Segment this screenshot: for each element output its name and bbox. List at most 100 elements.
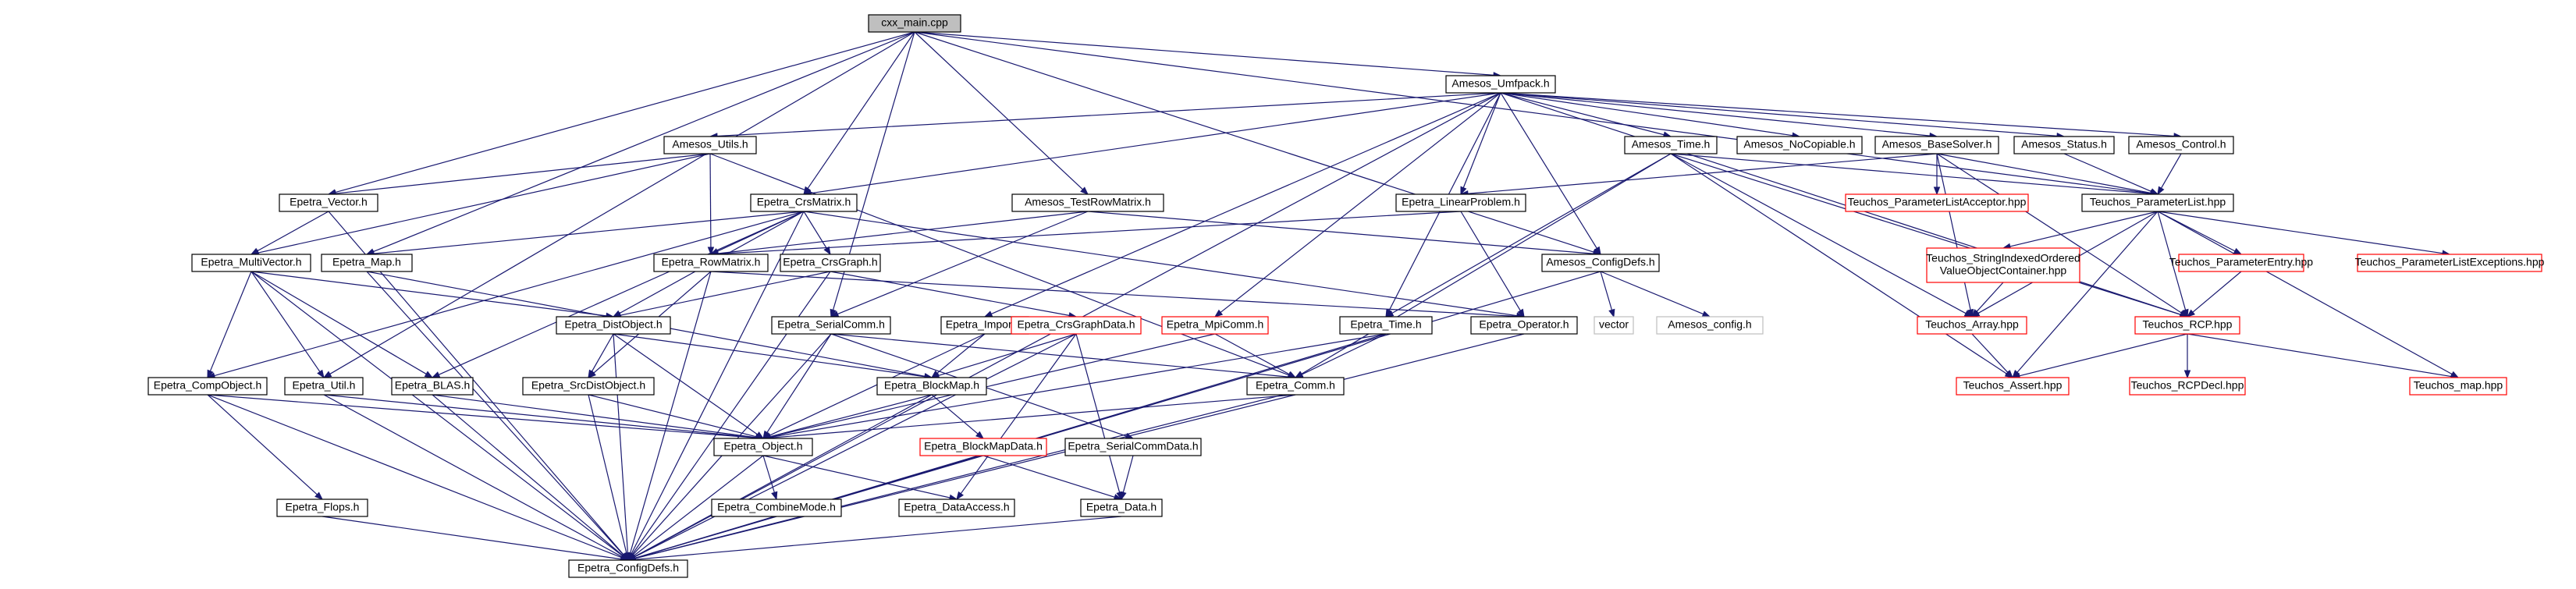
node-amesos_configdefs[interactable]: Amesos_ConfigDefs.h <box>1541 254 1660 272</box>
node-box[interactable] <box>2409 377 2507 396</box>
node-amesos_control[interactable]: Amesos_Control.h <box>2128 136 2234 154</box>
node-teuchos_array[interactable]: Teuchos_Array.hpp <box>1917 316 2027 335</box>
node-box[interactable] <box>276 499 368 517</box>
node-box[interactable] <box>713 438 813 456</box>
node-epetra_combinemode[interactable]: Epetra_CombineMode.h <box>711 499 842 517</box>
node-box[interactable] <box>284 377 364 396</box>
node-box[interactable] <box>1445 75 1556 94</box>
node-box[interactable] <box>1246 377 1345 396</box>
node-box[interactable] <box>1845 193 2029 212</box>
node-box[interactable] <box>1011 316 1142 335</box>
node-amesos_testrowmatrix[interactable]: Amesos_TestRowMatrix.h <box>1011 193 1164 212</box>
node-teuchos_rcpdecl[interactable]: Teuchos_RCPDecl.hpp <box>2129 377 2246 396</box>
node-box[interactable] <box>191 254 311 272</box>
node-epetra_configdefs[interactable]: Epetra_ConfigDefs.h <box>568 559 688 578</box>
node-epetra_crsgraph[interactable]: Epetra_CrsGraph.h <box>780 254 881 272</box>
node-box[interactable] <box>1926 247 2080 283</box>
node-teuchos_plaa[interactable]: Teuchos_ParameterListAcceptor.hpp <box>1845 193 2029 212</box>
node-epetra_mpicomm[interactable]: Epetra_MpiComm.h <box>1161 316 1269 335</box>
node-epetra_compobject[interactable]: Epetra_CompObject.h <box>147 377 268 396</box>
node-box[interactable] <box>1956 377 2070 396</box>
node-epetra_object[interactable]: Epetra_Object.h <box>713 438 813 456</box>
node-amesos_config[interactable]: Amesos_config.h <box>1656 316 1764 335</box>
node-epetra_map[interactable]: Epetra_Map.h <box>321 254 413 272</box>
node-epetra_distobject[interactable]: Epetra_DistObject.h <box>556 316 671 335</box>
node-box[interactable] <box>2081 193 2234 212</box>
node-epetra_import[interactable]: Epetra_Import.h <box>940 316 1029 335</box>
node-teuchos_assert[interactable]: Teuchos_Assert.hpp <box>1956 377 2070 396</box>
node-epetra_linearproblem[interactable]: Epetra_LinearProblem.h <box>1395 193 1526 212</box>
node-box[interactable] <box>1011 193 1164 212</box>
node-epetra_srcdistobject[interactable]: Epetra_SrcDistObject.h <box>522 377 655 396</box>
node-teuchos_parameterlist[interactable]: Teuchos_ParameterList.hpp <box>2081 193 2234 212</box>
node-box[interactable] <box>2357 254 2542 272</box>
node-teuchos_rcp[interactable]: Teuchos_RCP.hpp <box>2134 316 2240 335</box>
node-box[interactable] <box>876 377 987 396</box>
node-box[interactable] <box>771 316 891 335</box>
node-epetra_data[interactable]: Epetra_Data.h <box>1080 499 1163 517</box>
node-amesos_status[interactable]: Amesos_Status.h <box>2013 136 2115 154</box>
node-box[interactable] <box>868 14 961 33</box>
node-teuchos_map[interactable]: Teuchos_map.hpp <box>2409 377 2507 396</box>
node-box[interactable] <box>391 377 474 396</box>
node-box[interactable] <box>556 316 671 335</box>
node-epetra_serialcomm[interactable]: Epetra_SerialComm.h <box>771 316 891 335</box>
node-amesos_utils[interactable]: Amesos_Utils.h <box>663 136 757 154</box>
node-box[interactable] <box>147 377 268 396</box>
node-amesos_time[interactable]: Amesos_Time.h <box>1624 136 1718 154</box>
node-amesos_basesolver[interactable]: Amesos_BaseSolver.h <box>1874 136 1999 154</box>
node-box[interactable] <box>568 559 688 578</box>
node-box[interactable] <box>919 438 1047 456</box>
node-epetra_vector[interactable]: Epetra_Vector.h <box>279 193 378 212</box>
node-box[interactable] <box>1594 316 1634 335</box>
node-epetra_crsgraphdata[interactable]: Epetra_CrsGraphData.h <box>1011 316 1142 335</box>
node-box[interactable] <box>663 136 757 154</box>
node-box[interactable] <box>2129 377 2246 396</box>
node-amesos_umfpack[interactable]: Amesos_Umfpack.h <box>1445 75 1556 94</box>
node-box[interactable] <box>1064 438 1202 456</box>
node-epetra_time[interactable]: Epetra_Time.h <box>1339 316 1433 335</box>
node-box[interactable] <box>2178 254 2304 272</box>
node-teuchos_parameterentry[interactable]: Teuchos_ParameterEntry.hpp <box>2169 254 2313 272</box>
node-box[interactable] <box>1080 499 1163 517</box>
node-box[interactable] <box>1874 136 1999 154</box>
node-box[interactable] <box>1470 316 1578 335</box>
node-epetra_dataaccess[interactable]: Epetra_DataAccess.h <box>898 499 1015 517</box>
node-box[interactable] <box>279 193 378 212</box>
node-box[interactable] <box>2013 136 2115 154</box>
edge-epetra_distobject-to-epetra_configdefs <box>613 333 631 562</box>
node-box[interactable] <box>1339 316 1433 335</box>
node-box[interactable] <box>522 377 655 396</box>
node-vector[interactable]: vector <box>1594 316 1634 335</box>
node-epetra_comm[interactable]: Epetra_Comm.h <box>1246 377 1345 396</box>
node-box[interactable] <box>780 254 881 272</box>
node-epetra_rowmatrix[interactable]: Epetra_RowMatrix.h <box>653 254 769 272</box>
node-box[interactable] <box>1541 254 1660 272</box>
node-teuchos_siovoc[interactable]: Teuchos_StringIndexedOrderedValueObjectC… <box>1926 247 2080 283</box>
node-epetra_util[interactable]: Epetra_Util.h <box>284 377 364 396</box>
node-box[interactable] <box>653 254 769 272</box>
node-epetra_flops[interactable]: Epetra_Flops.h <box>276 499 368 517</box>
node-box[interactable] <box>750 193 858 212</box>
node-epetra_crsmatrix[interactable]: Epetra_CrsMatrix.h <box>750 193 858 212</box>
node-box[interactable] <box>2128 136 2234 154</box>
node-box[interactable] <box>321 254 413 272</box>
node-box[interactable] <box>1395 193 1526 212</box>
node-box[interactable] <box>898 499 1015 517</box>
node-teuchos_plexceptions[interactable]: Teuchos_ParameterListExceptions.hpp <box>2355 254 2545 272</box>
node-amesos_nocopiable[interactable]: Amesos_NoCopiable.h <box>1736 136 1863 154</box>
node-cxx_main[interactable]: cxx_main.cpp <box>868 14 961 33</box>
node-epetra_blockmapdata[interactable]: Epetra_BlockMapData.h <box>919 438 1047 456</box>
node-epetra_multivector[interactable]: Epetra_MultiVector.h <box>191 254 311 272</box>
node-box[interactable] <box>1656 316 1764 335</box>
node-box[interactable] <box>711 499 842 517</box>
node-epetra_blas[interactable]: Epetra_BLAS.h <box>391 377 474 396</box>
node-epetra_serialcommdata[interactable]: Epetra_SerialCommData.h <box>1064 438 1202 456</box>
node-epetra_operator[interactable]: Epetra_Operator.h <box>1470 316 1578 335</box>
node-box[interactable] <box>1624 136 1718 154</box>
node-box[interactable] <box>1161 316 1269 335</box>
node-box[interactable] <box>1917 316 2027 335</box>
node-box[interactable] <box>1736 136 1863 154</box>
node-box[interactable] <box>2134 316 2240 335</box>
node-epetra_blockmap[interactable]: Epetra_BlockMap.h <box>876 377 987 396</box>
